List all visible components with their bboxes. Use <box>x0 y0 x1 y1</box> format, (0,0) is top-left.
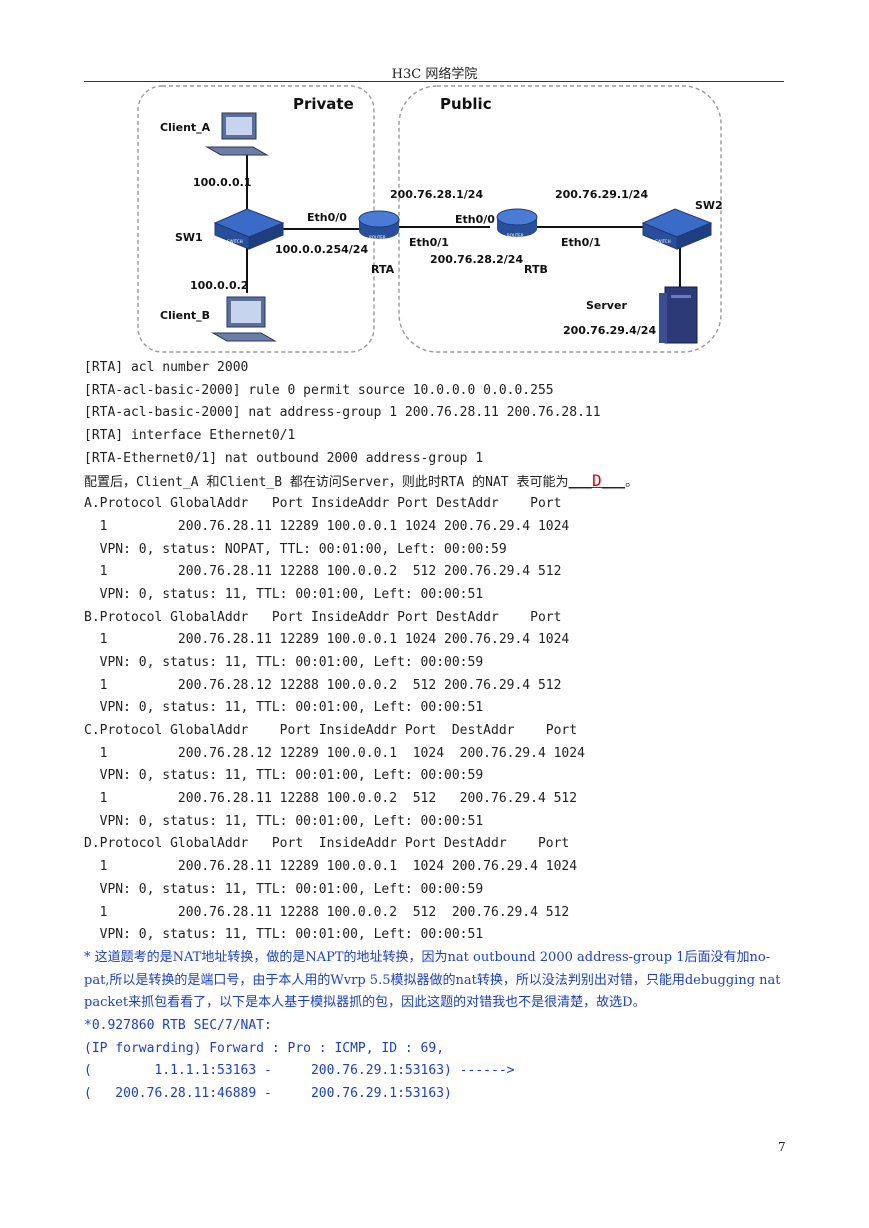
option-line: VPN: 0, status: 11, TTL: 00:01:00, Left:… <box>84 654 484 670</box>
debug-line: ( 1.1.1.1:53163 - 200.76.29.1:53163) ---… <box>84 1063 515 1079</box>
sw1-switch-icon: SWITCH <box>213 208 285 250</box>
debug-line: *0.927860 RTB SEC/7/NAT: <box>84 1017 272 1033</box>
option-line: 1 200.76.28.12 12288 100.0.0.2 512 200.7… <box>84 677 562 693</box>
option-line: VPN: 0, status: 11, TTL: 00:01:00, Left:… <box>84 700 484 716</box>
rtb-ip-outside-label: 200.76.29.1/24 <box>555 188 648 201</box>
private-zone <box>137 85 375 353</box>
option-line: 1 200.76.28.11 12289 100.0.0.1 1024 200.… <box>84 632 570 648</box>
sw1-switch-tag: SWITCH <box>227 239 243 244</box>
ip-client-b-label: 100.0.0.2 <box>190 279 248 292</box>
option-line: D.Protocol GlobalAddr Port InsideAddr Po… <box>84 836 570 852</box>
option-line: A.Protocol GlobalAddr Port InsideAddr Po… <box>84 496 562 512</box>
debug-line: ( 200.76.28.11:46889 - 200.76.29.1:53163… <box>84 1086 452 1102</box>
config-line: [RTA-acl-basic-2000] nat address-group 1… <box>84 405 601 421</box>
option-line: B.Protocol GlobalAddr Port InsideAddr Po… <box>84 609 562 625</box>
rta-router-tag: ROUTER <box>369 235 386 240</box>
option-line: 1 200.76.28.11 12289 100.0.0.1 1024 200.… <box>84 859 578 875</box>
option-line: VPN: 0, status: 11, TTL: 00:01:00, Left:… <box>84 881 484 897</box>
rtb-router-tag: ROUTER <box>507 233 524 238</box>
blank-right: ___ <box>601 475 626 491</box>
client-a-computer-icon <box>205 112 269 156</box>
server-icon <box>659 286 698 344</box>
page-number: 7 <box>778 1140 786 1154</box>
option-line: 1 200.76.28.12 12289 100.0.0.1 1024 200.… <box>84 745 585 761</box>
option-line: 1 200.76.28.11 12288 100.0.0.2 512 200.7… <box>84 564 562 580</box>
option-line: VPN: 0, status: 11, TTL: 00:01:00, Left:… <box>84 586 484 602</box>
zone-private-label: Private <box>293 95 354 113</box>
client-a-label: Client_A <box>160 121 211 134</box>
sw2-switch-tag: SWITCH <box>655 239 671 244</box>
option-line: VPN: 0, status: 11, TTL: 00:01:00, Left:… <box>84 813 484 829</box>
config-line: [RTA-Ethernet0/1] nat outbound 2000 addr… <box>84 450 484 466</box>
option-line: VPN: 0, status: 11, TTL: 00:01:00, Left:… <box>84 768 484 784</box>
ip-client-a-label: 100.0.0.1 <box>193 176 251 189</box>
option-line: 1 200.76.28.11 12289 100.0.0.1 1024 200.… <box>84 518 570 534</box>
question: 配置后，Client_A 和Client_B 都在访问Server，则此时RTA… <box>84 470 789 493</box>
config-line: [RTA-acl-basic-2000] rule 0 permit sourc… <box>84 382 554 398</box>
network-diagram: Private Public Client_A 100.0.0.1 SWITCH… <box>135 83 725 355</box>
document-body: [RTA] acl number 2000 [RTA-acl-basic-200… <box>84 357 789 1106</box>
rta-router-icon: ROUTER <box>358 210 400 240</box>
config-line: [RTA] interface Ethernet0/1 <box>84 428 296 444</box>
client-b-computer-icon <box>211 296 277 342</box>
rta-ip-outside-label: 200.76.28.1/24 <box>390 188 483 201</box>
option-line: VPN: 0, status: NOPAT, TTL: 00:01:00, Le… <box>84 541 507 557</box>
question-text: 配置后，Client_A 和Client_B 都在访问Server，则此时RTA… <box>84 475 569 491</box>
rtb-router-icon: ROUTER <box>496 208 538 238</box>
blank-left: ___ <box>568 475 592 491</box>
option-line: 1 200.76.28.11 12288 100.0.0.2 512 200.7… <box>84 904 570 920</box>
option-line: VPN: 0, status: 11, TTL: 00:01:00, Left:… <box>84 927 484 943</box>
client-b-label: Client_B <box>160 309 210 322</box>
config-line: [RTA] acl number 2000 <box>84 360 249 375</box>
header-rule <box>84 81 784 82</box>
debug-line: (IP forwarding) Forward : Pro : ICMP, ID… <box>84 1040 445 1056</box>
rtb-ip-inside-label: 200.76.28.2/24 <box>430 253 523 266</box>
option-line: C.Protocol GlobalAddr Port InsideAddr Po… <box>84 723 578 738</box>
rtb-eth00-label: Eth0/0 <box>455 213 495 226</box>
sw2-label: SW2 <box>695 199 723 212</box>
rta-eth00-label: Eth0/0 <box>307 211 347 224</box>
zone-public-label: Public <box>440 95 492 113</box>
server-label: Server <box>586 299 627 312</box>
ip-server-label: 200.76.29.4/24 <box>563 324 656 337</box>
answer-mark: D <box>591 471 602 491</box>
rta-eth01-label: Eth0/1 <box>409 236 449 249</box>
explanation: * 这道题考的是NAT地址转换，做的是NAPT的地址转换，因为nat outbo… <box>84 949 781 1011</box>
question-tail: 。 <box>625 475 639 491</box>
rtb-label: RTB <box>524 263 548 276</box>
option-line: 1 200.76.28.11 12288 100.0.0.2 512 200.7… <box>84 791 578 807</box>
page-header: H3C 网络学院 <box>391 67 478 82</box>
rtb-eth01-label: Eth0/1 <box>561 236 601 249</box>
rta-ip-inside-label: 100.0.0.254/24 <box>275 243 368 256</box>
rta-label: RTA <box>371 263 395 276</box>
sw2-switch-icon: SWITCH <box>641 208 713 250</box>
sw1-label: SW1 <box>175 231 203 244</box>
